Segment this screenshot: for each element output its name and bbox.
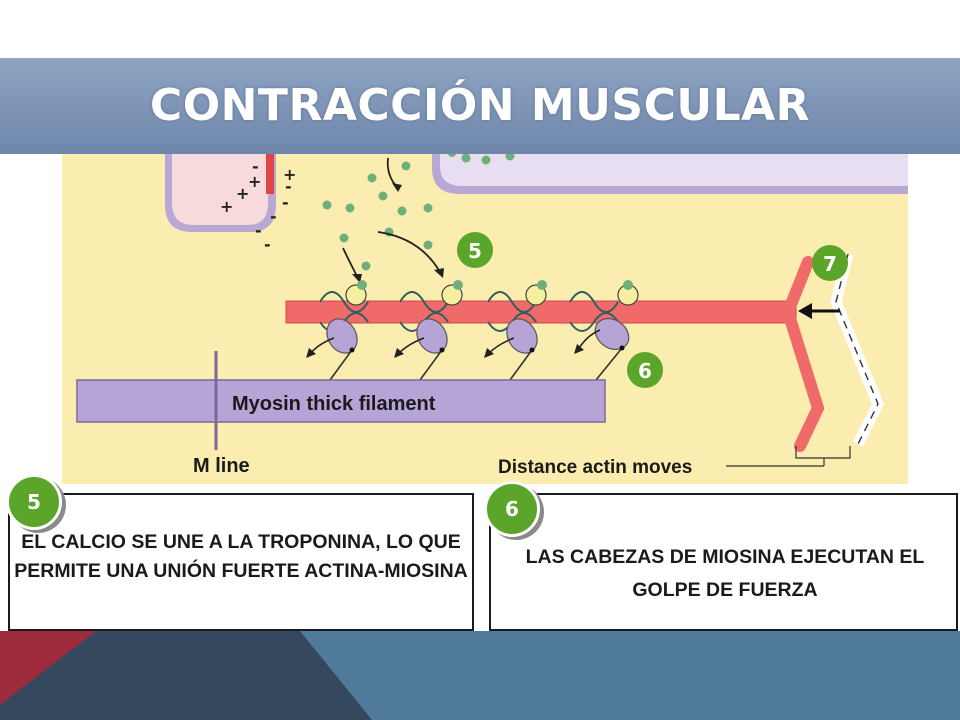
- myosin-necks: [329, 347, 623, 381]
- m-line-label: M line: [193, 455, 250, 477]
- charge-minus-2: -: [255, 221, 262, 240]
- step-5-box: [8, 493, 474, 631]
- myosin-heads: [326, 317, 630, 354]
- charge-plus-2: +: [236, 184, 249, 203]
- svg-text:6: 6: [638, 359, 652, 383]
- step-5-text: EL CALCIO SE UNE A LA TROPONINA, LO QUE …: [14, 531, 468, 582]
- charge-minus-5: -: [264, 235, 271, 254]
- calcium-ions: [322, 154, 515, 271]
- charge-minus-4: -: [282, 193, 289, 212]
- bottom-decoration: [0, 631, 960, 720]
- step-marker-7: 7: [812, 245, 848, 281]
- charge-minus-6: -: [285, 177, 292, 196]
- step-marker-6: 6: [627, 352, 663, 388]
- reticulum-lumen: [440, 154, 908, 186]
- charge-plus-1: +: [220, 197, 233, 216]
- step-6-box: [489, 493, 958, 631]
- charge-minus-1: -: [252, 157, 259, 176]
- step-6-badge: 6: [484, 481, 540, 537]
- distance-label: Distance actin moves: [498, 457, 692, 478]
- slide-title: CONTRACCIÓN MUSCULAR: [149, 80, 811, 131]
- z-disc: [782, 256, 825, 452]
- charge-plus-4: +: [283, 165, 296, 184]
- troponin-complexes: [345, 280, 639, 306]
- charge-minus-3: -: [270, 207, 277, 226]
- calcium-channel: [266, 154, 274, 194]
- title-banner: [0, 58, 960, 154]
- svg-text:5: 5: [468, 239, 482, 263]
- step-6-text: LAS CABEZAS DE MIOSINA EJECUTAN EL GOLPE…: [525, 546, 925, 601]
- hinge-dots: [349, 345, 625, 353]
- muscle-contraction-diagram: + + + - - - - - + -: [62, 154, 908, 484]
- step-5-badge: 5: [6, 474, 62, 530]
- compartment-lumen: [172, 154, 268, 225]
- charge-plus-3: +: [248, 172, 261, 191]
- distance-bracket: [795, 446, 851, 459]
- myosin-thick-filament: [76, 379, 606, 423]
- membrane-charges: + + + - - - - - + -: [220, 157, 296, 254]
- step-marker-5: 5: [457, 232, 493, 268]
- thick-filament-label: Myosin thick filament: [232, 393, 436, 415]
- svg-text:7: 7: [823, 252, 837, 276]
